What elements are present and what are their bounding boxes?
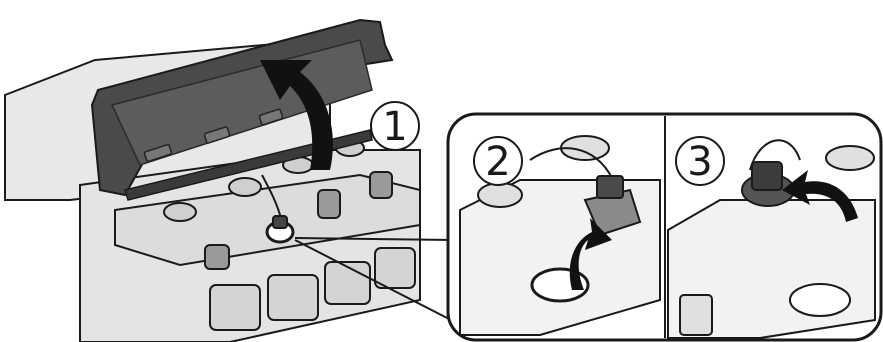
tank-window-2 bbox=[268, 275, 318, 320]
removed-cap-top bbox=[273, 216, 287, 228]
tank-window-3 bbox=[325, 262, 370, 304]
step-3-neighbor-port-1 bbox=[826, 146, 874, 170]
step-2-number: 2 bbox=[485, 139, 510, 185]
step-3-cap-knob bbox=[752, 162, 782, 190]
printer-main-view: 1 bbox=[5, 20, 420, 342]
tank-window-4 bbox=[375, 248, 415, 288]
step-1-number: 1 bbox=[382, 104, 407, 150]
step-1-marker: 1 bbox=[371, 102, 419, 150]
step-2-marker: 2 bbox=[474, 137, 522, 185]
ink-port-1 bbox=[164, 203, 196, 221]
tank-cap-3 bbox=[370, 172, 392, 198]
step-2-neighbor-port-1 bbox=[478, 183, 522, 207]
tank-window-1 bbox=[210, 285, 260, 330]
zoom-panel: 2 3 bbox=[448, 114, 881, 340]
step-3-number: 3 bbox=[687, 139, 712, 185]
step-3-detail: 3 bbox=[668, 137, 875, 338]
tank-cap-2 bbox=[318, 190, 340, 218]
tank-cap-1 bbox=[205, 245, 229, 269]
step-2-cap-knob bbox=[597, 176, 623, 198]
step-3-marker: 3 bbox=[676, 137, 724, 185]
step-3-neighbor-port-2 bbox=[790, 284, 850, 316]
step-3-side-latch bbox=[680, 295, 712, 335]
ink-port-2 bbox=[229, 178, 261, 196]
